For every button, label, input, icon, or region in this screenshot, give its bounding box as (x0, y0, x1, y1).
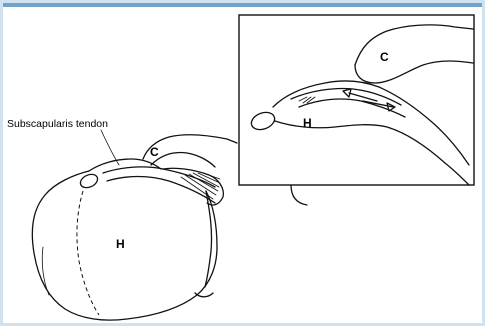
shoulder-diagram: Subscapularis tendon C H C H (3, 3, 482, 323)
tendon-leader-line (101, 130, 119, 165)
humerus-label-inset: H (303, 116, 312, 130)
coracoid-label-inset: C (380, 50, 389, 64)
tuberosity-ellipse (78, 172, 99, 190)
tendon-label: Subscapularis tendon (7, 118, 108, 130)
coracoid-label-main: C (150, 145, 159, 159)
inset-tail-line (291, 185, 307, 205)
coracoid-underside (151, 153, 215, 168)
subscapularis-tendon (103, 167, 223, 205)
humerus-label-main: H (116, 237, 125, 251)
